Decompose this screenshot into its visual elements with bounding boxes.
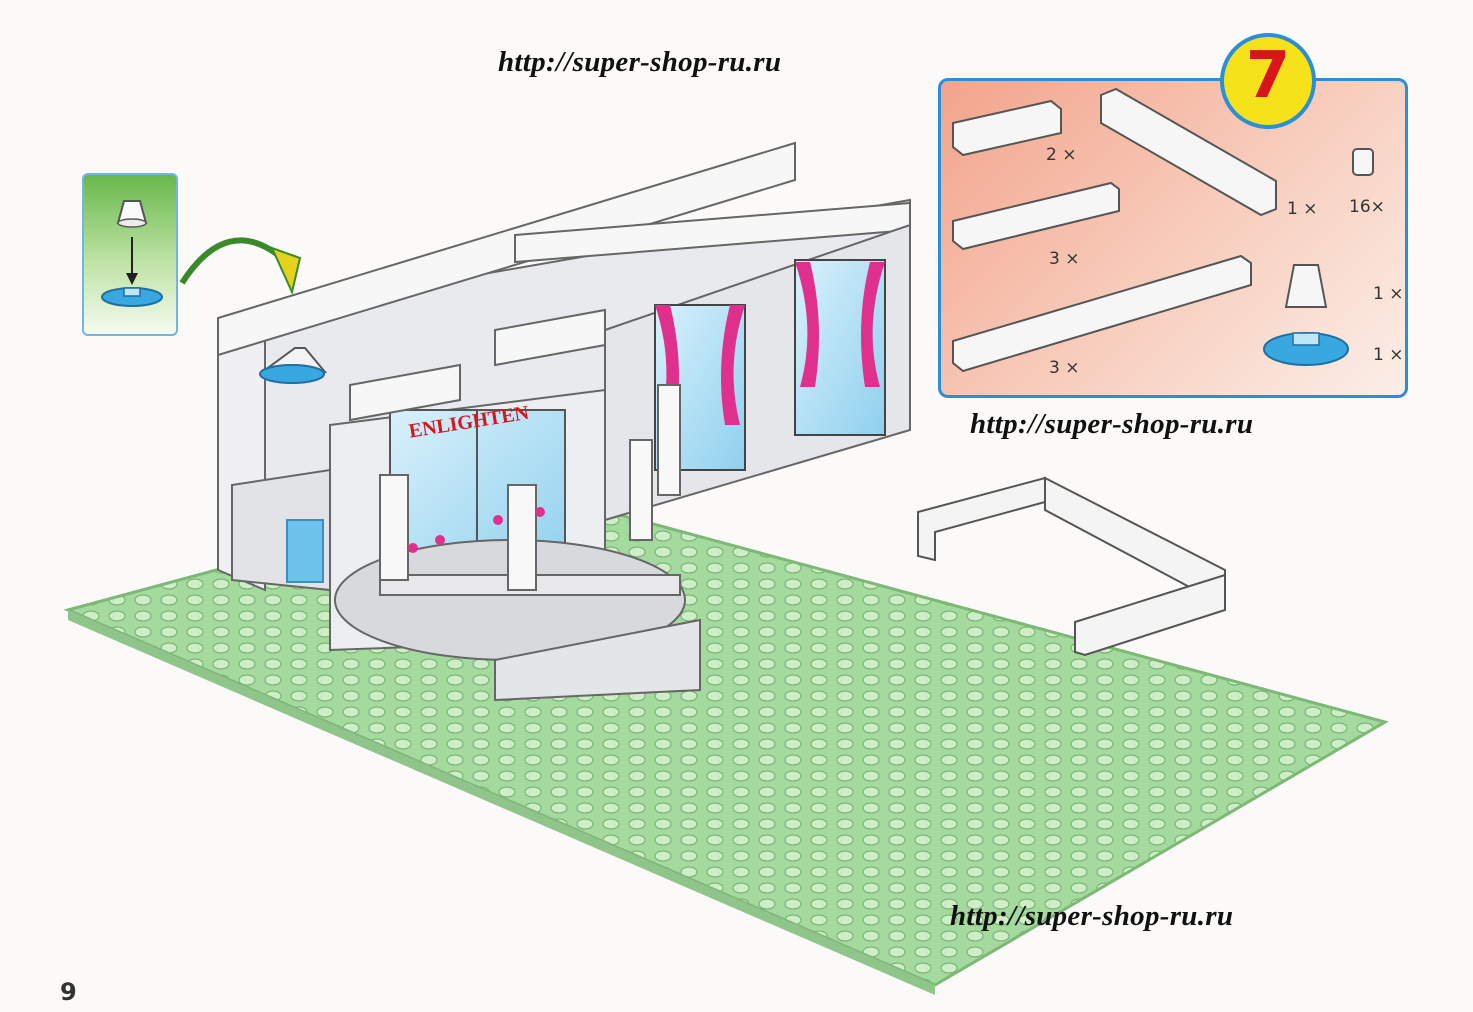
building	[217, 141, 911, 702]
part-lamp-cone	[1284, 264, 1328, 308]
callout-arrow	[179, 237, 284, 285]
watermark-url-bottom: http://super-shop-ru.ru	[950, 900, 1234, 932]
part-qty-brick-1x8: 1 ×	[1287, 199, 1318, 219]
step-number: 7	[1245, 39, 1291, 113]
part-qty-brick-1x4: 2 ×	[1046, 145, 1077, 165]
part-qty-round-plate: 1 ×	[1373, 345, 1404, 365]
step-badge: 7	[1220, 33, 1316, 129]
part-round-brick	[1352, 148, 1374, 176]
part-qty-brick-1x6: 3 ×	[1049, 249, 1080, 269]
part-brick-1x8	[1100, 87, 1277, 217]
watermark-url-middle: http://super-shop-ru.ru	[970, 408, 1254, 440]
part-qty-brick-1x10: 3 ×	[1049, 358, 1080, 378]
part-qty-lamp-cone: 1 ×	[1373, 284, 1404, 304]
lamp-callout	[82, 173, 178, 336]
part-brick-1x6	[952, 181, 1120, 251]
part-brick-1x4	[952, 99, 1062, 157]
lamp-assembly-icon	[101, 200, 163, 307]
part-brick-1x10	[952, 254, 1252, 373]
watermark-url-top: http://super-shop-ru.ru	[498, 46, 782, 78]
page-number: 9	[60, 978, 77, 1006]
brick-outline-right	[917, 476, 1226, 657]
part-qty-round-brick: 16×	[1349, 197, 1385, 217]
parts-illustrations	[952, 87, 1374, 373]
parts-list-panel: 2 × 1 × 16× 3 × 1 × 3 × 1 ×	[938, 78, 1408, 398]
